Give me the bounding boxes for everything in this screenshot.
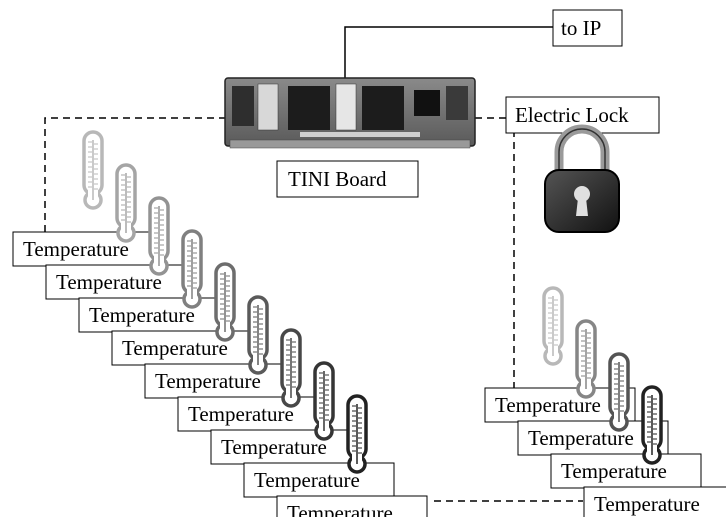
padlock-icon xyxy=(545,129,619,232)
thermometer-icon xyxy=(282,330,300,406)
ip-link-line xyxy=(345,27,553,78)
temperature-sensor-label: Temperature xyxy=(221,435,327,459)
thermometer-icon xyxy=(643,387,661,463)
thermometer-icon xyxy=(315,363,333,439)
temperature-sensor-label: Temperature xyxy=(23,237,129,261)
electric-lock-label: Electric Lock xyxy=(515,103,629,127)
temperature-sensor-label: Temperature xyxy=(89,303,195,327)
temperature-sensor-label: Temperature xyxy=(155,369,261,393)
thermometer-icon xyxy=(216,264,234,340)
temperature-sensor-label: Temperature xyxy=(287,501,393,517)
thermometer-icon xyxy=(183,231,201,307)
thermometer-icon xyxy=(610,354,628,430)
tini-board-label-box: TINI Board xyxy=(277,161,418,197)
to-ip-label: to IP xyxy=(561,16,601,40)
thermometer-icon xyxy=(84,132,102,208)
temperature-sensor-label: Temperature xyxy=(122,336,228,360)
to-ip-box: to IP xyxy=(553,10,622,46)
thermometer-icon xyxy=(249,297,267,373)
temperature-sensor-label: Temperature xyxy=(254,468,360,492)
thermometer-icon xyxy=(577,321,595,397)
temperature-sensor-label: Temperature xyxy=(594,492,700,516)
thermometer-icon xyxy=(544,288,562,364)
thermometer-icon xyxy=(348,396,366,472)
temperature-sensor-label: Temperature xyxy=(56,270,162,294)
temperature-sensor-label: Temperature xyxy=(188,402,294,426)
thermometer-icon xyxy=(150,198,168,274)
thermometer-icon xyxy=(117,165,135,241)
right-sensor-stack: TemperatureTemperatureTemperatureTempera… xyxy=(485,288,726,517)
tini-board-icon xyxy=(225,78,475,148)
tini-board-label: TINI Board xyxy=(288,167,387,191)
temperature-sensor: Temperature xyxy=(13,132,163,266)
